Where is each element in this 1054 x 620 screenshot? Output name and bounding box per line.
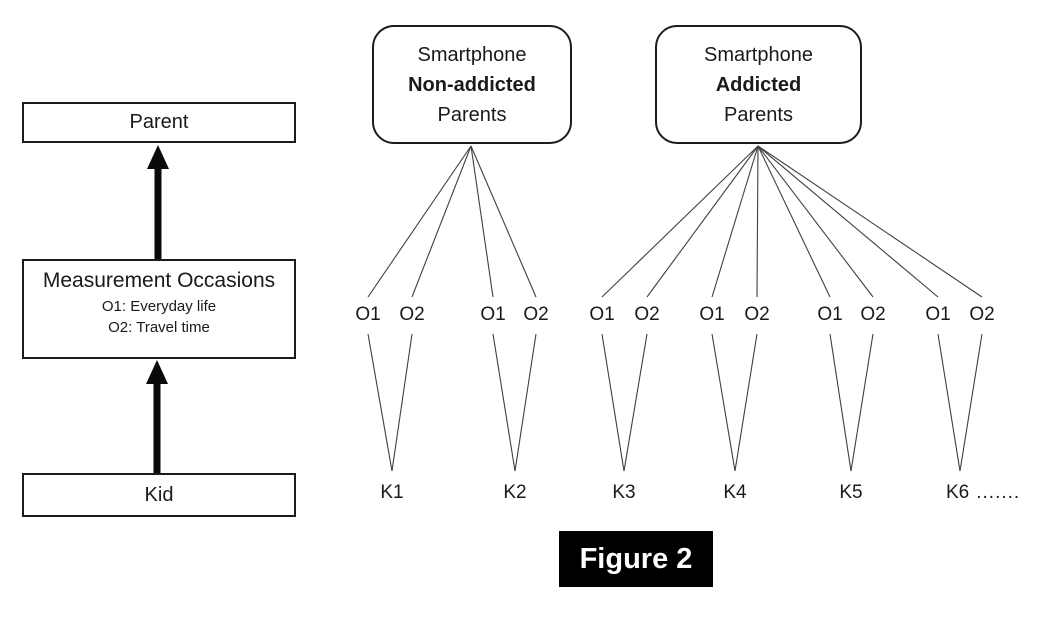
occasion-label: O2 bbox=[969, 304, 995, 325]
figure-caption-text: Figure 2 bbox=[579, 542, 693, 575]
group-title-bottom: Parents bbox=[437, 103, 507, 126]
connector-line bbox=[829, 333, 852, 472]
occasion-label: O2 bbox=[523, 304, 549, 325]
kid-label: K1 bbox=[380, 481, 403, 505]
group-title-top: Smartphone bbox=[417, 43, 527, 66]
kid-box: Kid bbox=[22, 473, 296, 517]
kid-label-text: K3 bbox=[612, 482, 636, 503]
connector-line bbox=[756, 145, 759, 298]
occasion-label: O1 bbox=[355, 304, 381, 325]
measurement-occasion1-label: O1: Everyday life bbox=[101, 298, 217, 315]
occasion-label: O2 bbox=[634, 304, 660, 325]
figure-caption-badge: Figure 2 bbox=[559, 531, 713, 587]
group-box-addicted: Smartphone Addicted Parents bbox=[655, 25, 862, 144]
connector-line bbox=[850, 333, 874, 472]
kid-label: K4 bbox=[723, 481, 746, 505]
connector-line bbox=[470, 145, 494, 298]
fan-lines bbox=[367, 145, 983, 472]
connector-line bbox=[959, 333, 983, 472]
connector-line bbox=[757, 145, 874, 298]
connector-line bbox=[757, 145, 983, 298]
group-title-bottom: Parents bbox=[724, 103, 793, 126]
occasion-label: O2 bbox=[744, 304, 770, 325]
occasion-label: O2 bbox=[399, 304, 425, 325]
kid-label-text: K6 bbox=[946, 482, 970, 503]
group-title-emphasis: Addicted bbox=[715, 73, 802, 96]
group-box-non-addicted: Smartphone Non-addicted Parents bbox=[372, 25, 572, 144]
measurement-occasion2-label: O2: Travel time bbox=[108, 319, 210, 336]
occasion-label: O2 bbox=[860, 304, 886, 325]
kid-label: K5 bbox=[839, 481, 862, 505]
connector-line bbox=[492, 333, 516, 472]
up-arrow-measurement-to-parent bbox=[147, 145, 169, 259]
measurement-occasions-box: Measurement Occasions O1: Everyday life … bbox=[22, 259, 296, 359]
occasion-label: O1 bbox=[925, 304, 951, 325]
connector-line bbox=[757, 145, 831, 298]
connector-line bbox=[623, 333, 648, 472]
kid-box-label: Kid bbox=[144, 483, 174, 506]
connector-line bbox=[367, 333, 393, 472]
connector-line bbox=[734, 333, 758, 472]
occasion-label: O1 bbox=[480, 304, 506, 325]
connector-line bbox=[601, 145, 759, 298]
connector-line bbox=[367, 145, 472, 298]
connector-line bbox=[514, 333, 537, 472]
kid-label: K3 bbox=[612, 481, 635, 505]
kid-label: K6....... bbox=[946, 481, 1020, 505]
kid-label-text: K5 bbox=[839, 482, 863, 503]
connector-line bbox=[411, 145, 472, 298]
connector-line bbox=[470, 145, 537, 298]
parent-box-label: Parent bbox=[129, 111, 189, 133]
group-title-emphasis: Non-addicted bbox=[408, 73, 536, 96]
up-arrow-kid-to-measurement bbox=[146, 360, 168, 473]
kid-label-ellipsis: ....... bbox=[976, 482, 1021, 503]
parent-box: Parent bbox=[22, 102, 296, 143]
kid-label-text: K1 bbox=[380, 482, 404, 503]
kid-label-text: K2 bbox=[503, 482, 527, 503]
occasion-label: O1 bbox=[817, 304, 843, 325]
connector-line bbox=[391, 333, 413, 472]
connector-line bbox=[757, 145, 939, 298]
connector-line bbox=[601, 333, 625, 472]
measurement-box-title: Measurement Occasions bbox=[42, 269, 276, 292]
kid-label: K2 bbox=[503, 481, 526, 505]
occasion-label: O1 bbox=[589, 304, 615, 325]
connector-line bbox=[711, 145, 759, 298]
group-title-top: Smartphone bbox=[704, 43, 813, 66]
occasion-label: O1 bbox=[699, 304, 725, 325]
connector-line bbox=[711, 333, 736, 472]
connector-line bbox=[937, 333, 961, 472]
connector-line bbox=[646, 145, 759, 298]
kid-label-text: K4 bbox=[723, 482, 747, 503]
